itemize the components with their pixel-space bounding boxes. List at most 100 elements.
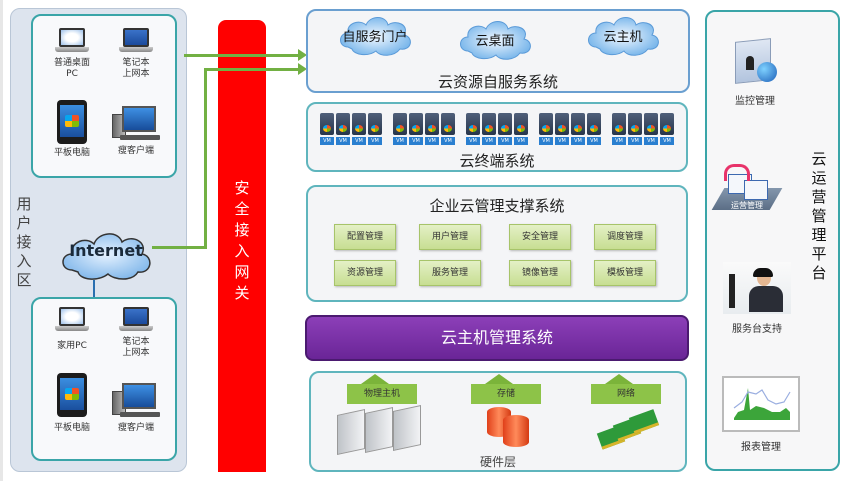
connector-internet-bottom — [152, 246, 207, 249]
hw-label-network: 网络 — [591, 384, 661, 404]
connector-internet-vertical — [204, 68, 207, 248]
vm-tag: VM — [466, 137, 480, 145]
module-image[interactable]: 镜像管理 — [509, 260, 571, 286]
hardware-panel: 物理主机 存储 网络 硬件层 — [309, 371, 687, 472]
left-border — [0, 0, 3, 481]
vm-tag: VM — [514, 137, 528, 145]
report-chart-icon — [733, 388, 791, 420]
vm-tag: VM — [628, 137, 642, 145]
desktop-pc-icon — [55, 28, 89, 54]
user-zone-label: 用户接入区 — [16, 195, 32, 289]
device-tablet: 平板电脑 — [41, 100, 103, 159]
desktop-pc-icon — [55, 307, 89, 333]
vm-tag: VM — [539, 137, 553, 145]
vm-tag: VM — [644, 137, 658, 145]
operations-icon: 运营管理 — [711, 160, 783, 214]
vm-icon: VM — [571, 113, 585, 145]
vm-tag: VM — [587, 137, 601, 145]
cloud-desktop[interactable]: 云桌面 — [458, 17, 532, 61]
vm-icon: VM — [393, 113, 407, 145]
vm-icon: VM — [441, 113, 455, 145]
internet-label: Internet — [69, 241, 143, 260]
cloud-label: 云桌面 — [475, 34, 515, 49]
ops-monitoring[interactable]: 监控管理 — [727, 38, 783, 107]
cloud-icon — [62, 233, 151, 280]
module-scheduling[interactable]: 调度管理 — [594, 224, 656, 250]
device-label: 普通桌面 PC — [53, 58, 90, 79]
module-template[interactable]: 模板管理 — [594, 260, 656, 286]
vm-tag: VM — [393, 137, 407, 145]
vm-icon: VM — [644, 113, 658, 145]
vm-tag: VM — [425, 137, 439, 145]
enterprise-mgmt-panel: 企业云管理支撑系统 配置管理 用户管理 安全管理 调度管理 资源管理 服务管理 … — [306, 185, 688, 302]
host-mgmt-system[interactable]: 云主机管理系统 — [305, 315, 689, 361]
module-user[interactable]: 用户管理 — [419, 224, 481, 250]
ops-label: 监控管理 — [735, 96, 775, 107]
server-icon — [337, 405, 421, 455]
cloud-self-service-portal[interactable]: 自服务门户 — [338, 13, 412, 57]
ops-reports[interactable]: 报表管理 — [721, 376, 801, 453]
cloud-label: 自服务门户 — [342, 30, 408, 45]
cloud-label: 云主机 — [603, 30, 643, 45]
module-service[interactable]: 服务管理 — [419, 260, 481, 286]
vm-tag: VM — [571, 137, 585, 145]
hw-label-storage: 存储 — [471, 384, 541, 404]
vm-icon: VM — [514, 113, 528, 145]
cloud-icon — [588, 17, 659, 56]
laptop-icon — [119, 307, 153, 333]
module-resource[interactable]: 资源管理 — [334, 260, 396, 286]
ops-label: 服务台支持 — [732, 324, 782, 335]
self-service-panel: 自服务门户 云桌面 云主机 云资源自服务系统 — [306, 9, 690, 93]
internet-link — [93, 280, 95, 298]
device-desktop-pc: 普通桌面 PC — [41, 28, 103, 80]
vm-tag: VM — [352, 137, 366, 145]
ops-operations[interactable]: 运营管理 — [711, 160, 783, 214]
self-service-title: 云资源自服务系统 — [437, 73, 558, 91]
device-label: 平板电脑 — [53, 423, 90, 433]
module-config[interactable]: 配置管理 — [334, 224, 396, 250]
operations-title: 云运营管理平台 — [811, 150, 827, 282]
network-card-icon — [596, 409, 660, 450]
hardware-title: 硬件层 — [479, 455, 516, 469]
vm-tag: VM — [409, 137, 423, 145]
up-arrow-icon — [605, 374, 633, 384]
device-laptop: 笔记本 上网本 — [105, 28, 167, 80]
helpdesk-icon — [723, 262, 791, 314]
arrow-head-icon — [298, 63, 307, 75]
ops-overlay-label: 运营管理 — [731, 201, 763, 210]
device-label: 瘦客户端 — [117, 423, 154, 433]
device-label: 平板电脑 — [53, 148, 90, 158]
vm-tag: VM — [498, 137, 512, 145]
vm-tag: VM — [368, 137, 382, 145]
tablet-icon — [57, 100, 87, 144]
vm-icon: VM — [612, 113, 626, 145]
ops-helpdesk[interactable]: 服务台支持 — [722, 262, 792, 335]
enterprise-devices-box: 普通桌面 PC 笔记本 上网本 平板电脑 瘦客户端 — [31, 14, 177, 178]
laptop-icon — [119, 28, 153, 54]
up-arrow-icon — [361, 374, 389, 384]
thin-client-icon — [112, 383, 160, 419]
security-gateway — [218, 20, 266, 472]
vm-tag: VM — [482, 137, 496, 145]
module-security[interactable]: 安全管理 — [509, 224, 571, 250]
cloud-icon — [340, 17, 411, 56]
ops-label: 报表管理 — [741, 442, 781, 453]
hw-label-server: 物理主机 — [347, 384, 417, 404]
vm-icon: VM — [425, 113, 439, 145]
cloud-host[interactable]: 云主机 — [586, 13, 660, 57]
storage-icon — [487, 407, 531, 447]
device-laptop: 笔记本 上网本 — [105, 307, 167, 359]
enterprise-mgmt-title: 企业云管理支撑系统 — [429, 197, 565, 215]
vm-icon: VM — [555, 113, 569, 145]
vm-tag: VM — [320, 137, 334, 145]
vm-icon: VM — [498, 113, 512, 145]
device-label: 瘦客户端 — [117, 146, 154, 156]
vm-icon: VM — [539, 113, 553, 145]
vm-tag: VM — [555, 137, 569, 145]
vm-icon: VM — [409, 113, 423, 145]
thin-client-icon — [112, 106, 160, 142]
